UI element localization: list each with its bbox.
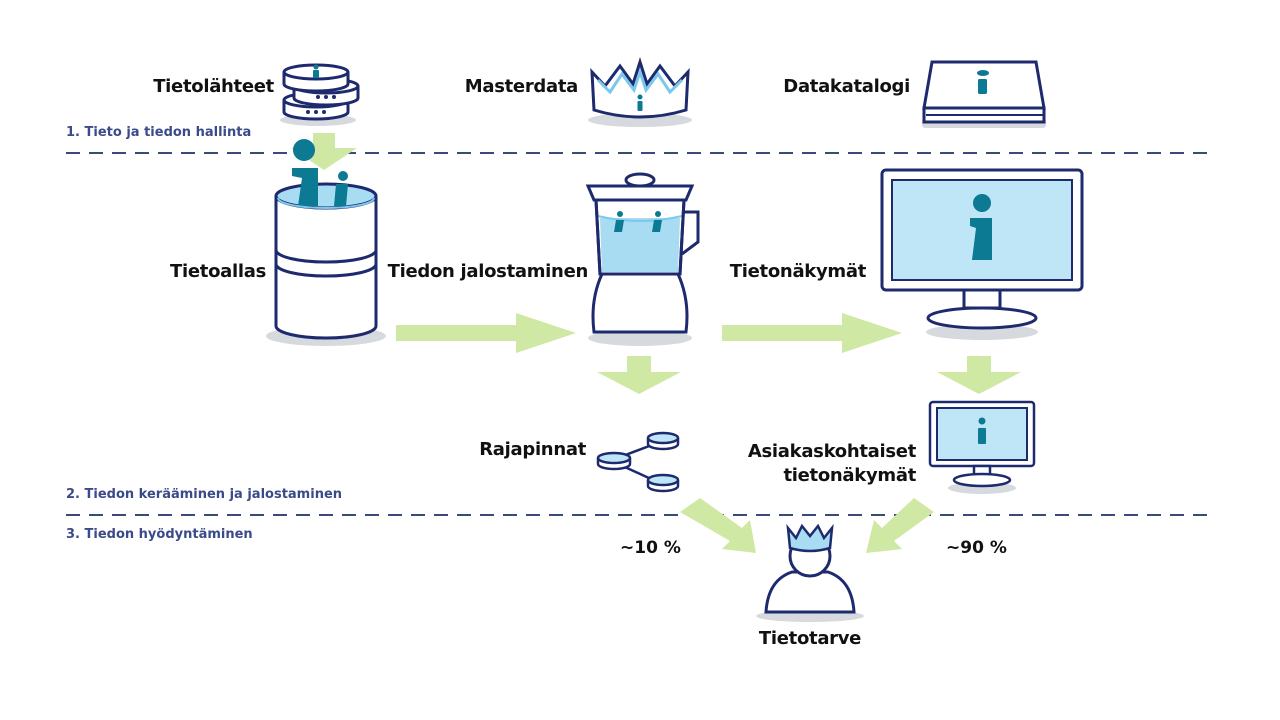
arrow-views-to-custom	[937, 356, 1021, 394]
section-3: 3. Tiedon hyödyntäminen	[66, 527, 253, 542]
label-rajapinnat: Rajapinnat	[479, 439, 586, 460]
network-nodes-icon	[596, 431, 680, 493]
arrows	[291, 133, 1021, 553]
info-icon	[292, 139, 348, 206]
small-monitor-icon	[928, 400, 1036, 494]
book-icon	[922, 60, 1046, 128]
monitor-icon	[880, 168, 1084, 340]
crowned-person-icon	[756, 523, 864, 622]
label-tietonakymat-2: tietonäkymät	[783, 465, 916, 486]
arrow-lake-to-refining	[396, 313, 576, 353]
share-left: ~10 %	[620, 538, 681, 558]
info-icon	[977, 70, 989, 94]
info-icon	[978, 417, 986, 444]
arrow-sources-to-lake	[291, 133, 357, 170]
barrel-icon	[266, 139, 386, 346]
section-2: 2. Tiedon kerääminen ja jalostaminen	[66, 487, 343, 502]
label-tietolahteet: Tietolähteet	[153, 76, 274, 97]
info-icon	[970, 194, 992, 260]
label-jalostaminen: Tiedon jalostaminen	[387, 261, 589, 282]
label-asiakaskohtaiset: Asiakaskohtaiset	[747, 441, 916, 462]
crown-icon	[588, 57, 692, 127]
blender-icon	[585, 172, 700, 346]
arrow-apis-to-need	[680, 498, 756, 553]
label-tietonakymat: Tietonäkymät	[729, 261, 867, 282]
info-icon	[614, 211, 662, 232]
info-icon	[313, 64, 319, 78]
label-tietoallas: Tietoallas	[170, 261, 266, 282]
label-tietotarve: Tietotarve	[758, 628, 862, 649]
arrow-refining-to-views	[722, 313, 902, 353]
label-datakatalogi: Datakatalogi	[783, 76, 910, 97]
arrow-refining-to-apis	[597, 356, 681, 394]
label-masterdata: Masterdata	[464, 76, 579, 97]
info-icon	[637, 94, 643, 111]
share-right: ~90 %	[946, 538, 1007, 558]
arrow-custom-to-need	[866, 498, 934, 553]
section-1: 1. Tieto ja tiedon hallinta	[66, 125, 252, 140]
database-stack-icon	[280, 63, 360, 126]
